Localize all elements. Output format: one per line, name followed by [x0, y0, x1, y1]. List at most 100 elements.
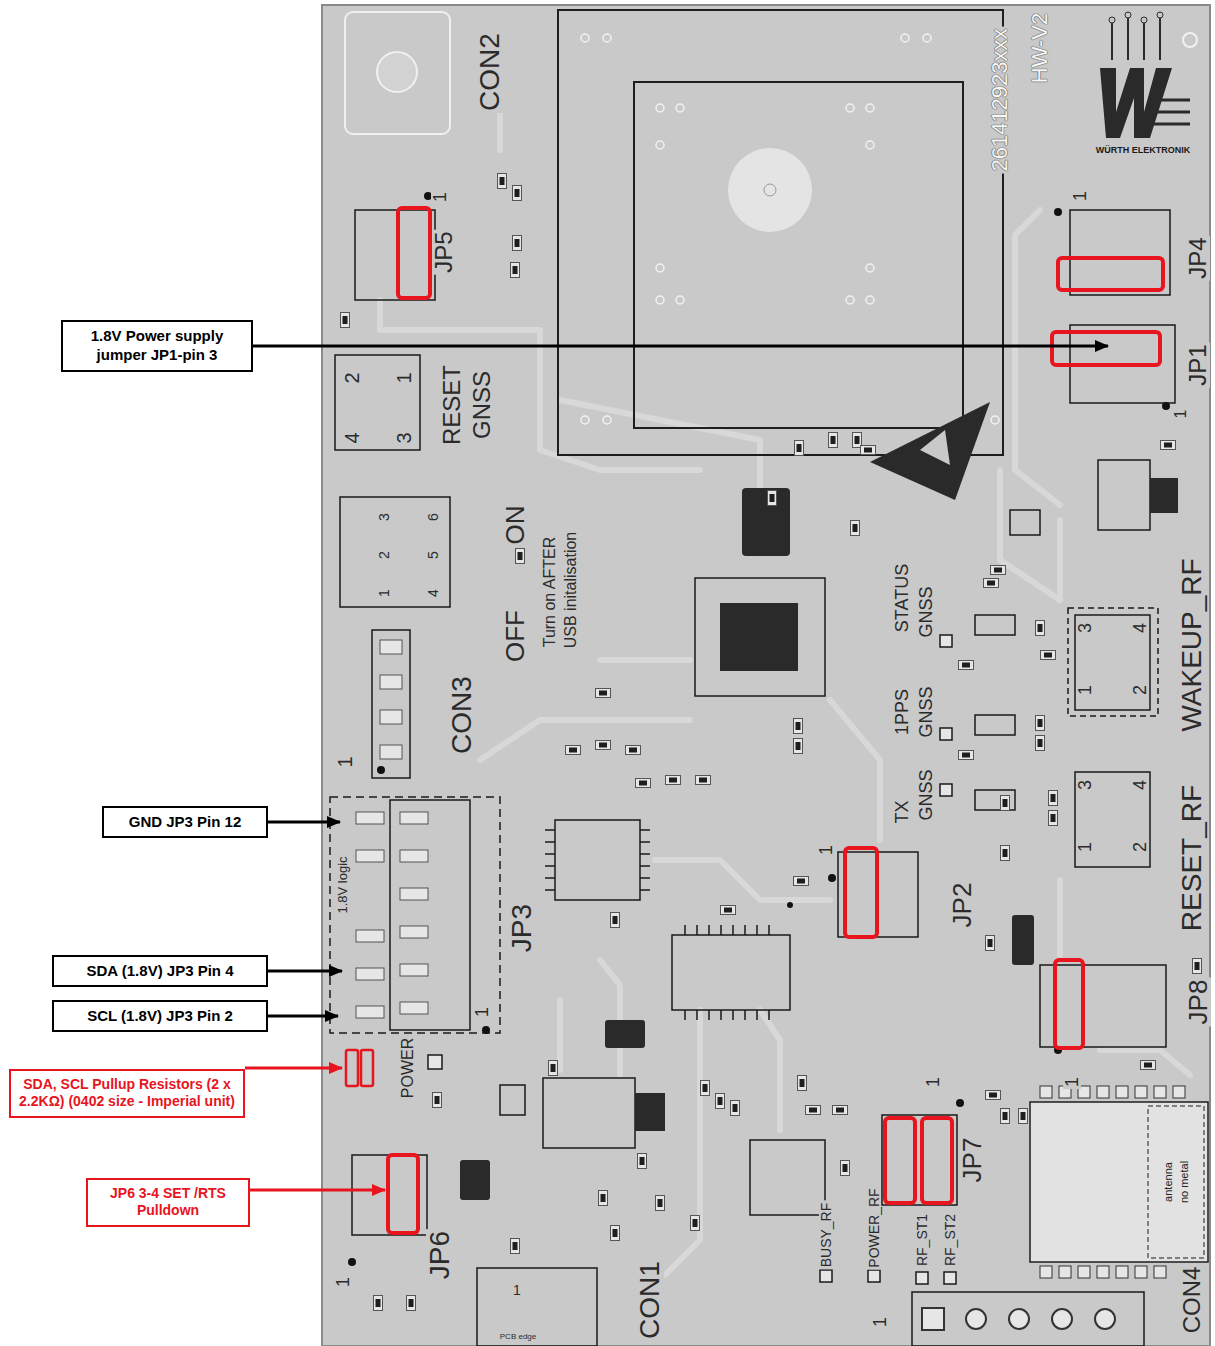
component-outline [352, 1155, 427, 1235]
module-pad [581, 34, 999, 424]
smd-part [1141, 1061, 1156, 1070]
pin1-dot [828, 874, 836, 882]
we-logo [1125, 12, 1131, 18]
rf-pad [1040, 1266, 1052, 1278]
pin1-dot [377, 766, 385, 774]
smd-part [696, 776, 711, 785]
silkscreen-label: 1 [473, 1005, 491, 1019]
silkscreen-label: GNSS [917, 767, 935, 822]
leader-arrow [252, 345, 1108, 348]
silkscreen-label: POWER [400, 1036, 416, 1100]
component-outline [372, 630, 410, 778]
module-pad [676, 296, 684, 304]
smd-part [851, 521, 860, 536]
silkscreen-label: 1 [1076, 840, 1094, 854]
silkscreen-label: JP4 [1186, 235, 1210, 280]
silkscreen-label: CON2 [476, 31, 504, 113]
smd-part [596, 741, 611, 750]
led-symbol [944, 1272, 956, 1284]
silkscreen-label: 5 [426, 549, 440, 561]
copper-trace [480, 720, 690, 760]
component-outline [695, 578, 825, 696]
header-pin [356, 812, 384, 824]
silkscreen-label: GNSS [470, 369, 494, 441]
rf-module [1030, 1102, 1208, 1262]
silkscreen-label: 1 [1076, 683, 1094, 697]
silkscreen-label: 4 [1131, 621, 1149, 635]
rf-pad [1154, 1266, 1166, 1278]
component-outline [1075, 615, 1150, 710]
smd-part [341, 313, 350, 328]
resistor-highlight [361, 1050, 373, 1086]
component-outline [882, 1115, 957, 1205]
silkscreen-label: WÜRTH ELEKTRONIK [1094, 146, 1193, 155]
ic-body [460, 1160, 490, 1200]
led-symbol [916, 1272, 928, 1284]
header-pin [400, 964, 428, 976]
silkscreen-label: 1 [511, 1283, 523, 1297]
led-symbol [940, 635, 952, 647]
smd-part [516, 549, 525, 564]
silkscreen-label: JP6 [426, 1229, 454, 1281]
rf-pad [1040, 1086, 1052, 1098]
component-outline [477, 1268, 597, 1346]
silkscreen-label: GNSS [917, 584, 935, 639]
leader-arrow [252, 346, 1108, 1016]
ic-body [635, 1093, 665, 1131]
highlight-box [845, 848, 877, 937]
antenna-zone [1068, 608, 1158, 716]
silkscreen-label: 1 [1063, 1075, 1081, 1089]
callout-text: GND JP3 Pin 12 [112, 813, 258, 832]
smd-part [638, 1154, 647, 1169]
module-pad [676, 104, 684, 112]
leader-arrow-red [245, 1067, 342, 1070]
silkscreen-label: 2 [377, 549, 391, 561]
smd-part [991, 566, 1006, 575]
smd-part [341, 174, 1202, 1311]
header-pin [380, 675, 402, 689]
silkscreen-label: CON3 [448, 674, 476, 756]
leader-arrow-red [250, 1189, 385, 1192]
silkscreen-label: RF_ST2 [943, 1212, 957, 1268]
header-pin [400, 850, 428, 862]
ic-pin [685, 925, 769, 1020]
pin1-dot [956, 1099, 964, 1107]
header-pin [400, 1002, 428, 1014]
led-symbol [940, 728, 952, 740]
header-pin-round [922, 1308, 1115, 1330]
rf-pad [1040, 1086, 1185, 1278]
smd-part [1161, 441, 1176, 450]
header-pin [400, 888, 428, 900]
silkscreen-label: 2 [1131, 683, 1149, 697]
silkscreen-label: STATUS [893, 562, 911, 634]
copper-trace [830, 700, 880, 840]
smd-part [716, 1094, 725, 1109]
leader-arrow [268, 821, 340, 824]
corner-hole [1183, 33, 1197, 47]
ic-body [605, 1020, 645, 1048]
silkscreen-label: 261412923xxx [989, 26, 1011, 173]
silkscreen-label: JP3 [508, 902, 536, 954]
callout-box: SCL (1.8V) JP3 Pin 2 [52, 1000, 268, 1033]
highlight-box [885, 1118, 915, 1203]
smd-part [1049, 811, 1058, 826]
silkscreen-label: ON [502, 504, 528, 547]
callout-box: SDA (1.8V) JP3 Pin 4 [52, 955, 268, 988]
module-center [764, 184, 776, 196]
smd-part [798, 1076, 807, 1091]
smd-part [596, 689, 611, 698]
pin1-dot [348, 1258, 356, 1266]
header-pin [356, 1006, 384, 1018]
callout-box: SDA, SCL Pullup Resistors (2 x 2.2KΩ) (0… [9, 1069, 245, 1118]
smd-part [1001, 846, 1010, 861]
silkscreen-label: WAKEUP_RF [1178, 556, 1206, 733]
silkscreen-label: 2 [342, 370, 362, 385]
smd-part [829, 433, 838, 448]
module-pad [866, 104, 874, 112]
smd-part [841, 1161, 850, 1176]
module-pad [656, 104, 664, 112]
header-pin [356, 930, 384, 942]
module-pad [866, 264, 874, 272]
